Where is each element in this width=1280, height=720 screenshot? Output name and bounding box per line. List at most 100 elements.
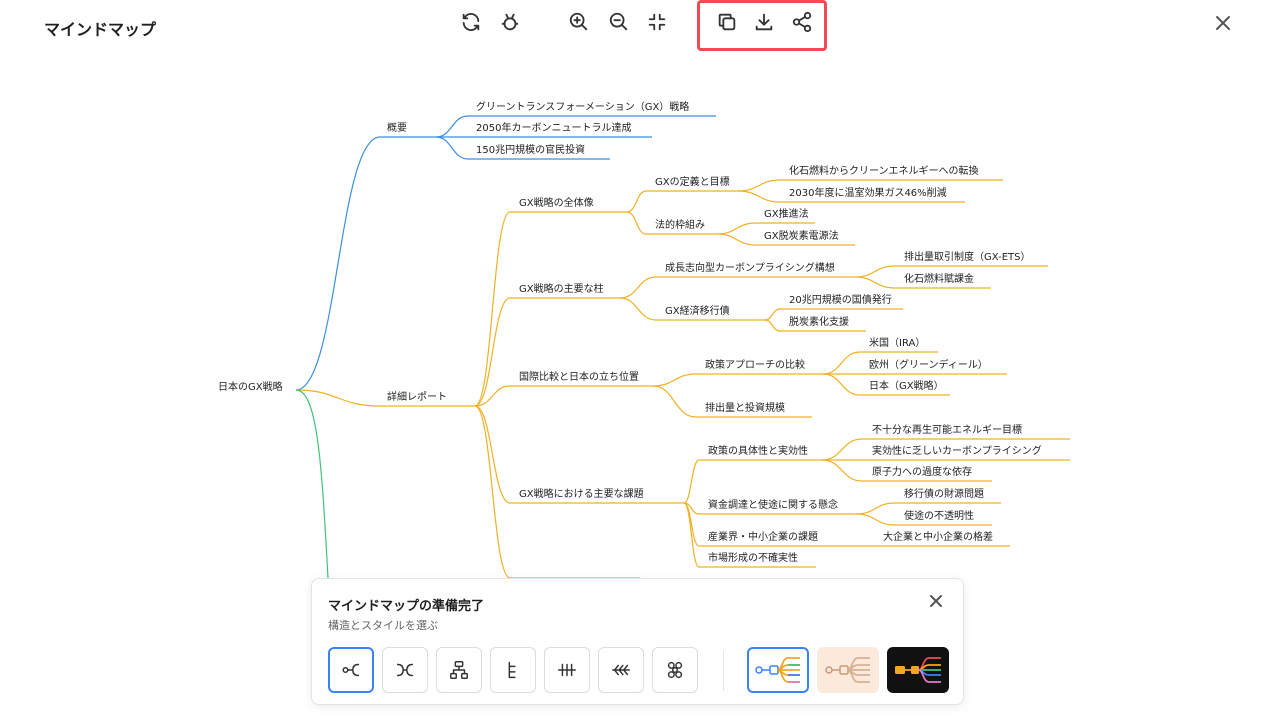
- mindmap-link: [474, 385, 653, 407]
- layout-radial-button[interactable]: [652, 647, 698, 693]
- mindmap-link: [855, 513, 992, 526]
- mindmap-link: [474, 297, 620, 407]
- fishbone-layout-icon: [558, 663, 576, 677]
- mindmap-link: [821, 459, 992, 482]
- refresh-button[interactable]: [457, 8, 485, 36]
- mindmap-node[interactable]: グリーントランスフォーメーション（GX）戦略: [476, 102, 690, 113]
- mindmap-link: [652, 385, 812, 418]
- bidirectional-layout-icon: [396, 663, 414, 677]
- mindmap-node[interactable]: GX脱炭素電源法: [764, 231, 839, 242]
- mindmap-link: [435, 136, 610, 160]
- mindmap-link: [652, 373, 823, 387]
- fit-screen-icon: [648, 13, 666, 31]
- mindmap-node[interactable]: 欧州（グリーンディール）: [869, 360, 988, 371]
- mindmap-node[interactable]: 産業界・中小企業の課題: [708, 532, 818, 543]
- mindmap-node[interactable]: 排出量と投資規模: [705, 403, 785, 414]
- fit-screen-button[interactable]: [643, 8, 671, 36]
- panel-title: マインドマップの準備完了: [328, 599, 485, 614]
- mindmap-node[interactable]: 原子力への過度な依存: [872, 467, 972, 478]
- mindmap-node[interactable]: GX推進法: [764, 209, 809, 220]
- mindmap-ready-panel: マインドマップの準備完了 構造とスタイルを選ぶ: [311, 578, 964, 705]
- mindmap-link: [716, 222, 815, 235]
- download-icon: [755, 13, 773, 31]
- mindmap-node[interactable]: GX戦略の主要な柱: [519, 284, 604, 295]
- mindmap-link: [474, 405, 684, 504]
- layout-fishbone-button[interactable]: [544, 647, 590, 693]
- layout-bidirectional-button[interactable]: [382, 647, 428, 693]
- timeline-layout-icon: [612, 664, 630, 676]
- layout-tree-button[interactable]: [490, 647, 536, 693]
- mindmap-link: [295, 389, 329, 579]
- refresh-icon: [462, 13, 480, 31]
- close-icon: [930, 595, 942, 607]
- mindmap-node[interactable]: 実効性に乏しいカーボンプライシング: [872, 446, 1042, 457]
- mindmap-link: [854, 265, 1048, 278]
- close-icon: [1216, 16, 1230, 30]
- mindmap-node[interactable]: 成長志向型カーボンプライシング構想: [665, 263, 835, 274]
- mindmap-node[interactable]: 政策の具体性と実効性: [708, 446, 808, 457]
- panel-close-button[interactable]: [929, 593, 947, 611]
- mindmap-node[interactable]: 150兆円規模の官民投資: [476, 145, 586, 156]
- mindmap-link: [626, 211, 717, 235]
- zoom-out-button[interactable]: [605, 8, 633, 36]
- org-chart-layout-icon: [450, 661, 468, 679]
- mindmap-node[interactable]: 大企業と中小企業の格差: [883, 532, 993, 543]
- zoom-out-icon: [609, 12, 628, 31]
- theme-dark-button[interactable]: [887, 647, 949, 693]
- bug-icon: [501, 13, 519, 31]
- share-button[interactable]: [788, 8, 816, 36]
- zoom-in-button[interactable]: [565, 8, 593, 36]
- mindmap-node[interactable]: 化石燃料からクリーンエネルギーへの転換: [789, 166, 979, 177]
- mindmap-node[interactable]: 移行債の財源問題: [904, 489, 984, 500]
- mindmap-node[interactable]: 市場形成の不確実性: [708, 553, 798, 564]
- mindmap-node[interactable]: GX戦略における主要な課題: [519, 489, 644, 500]
- mindmap-link: [683, 459, 822, 504]
- mindmap-node[interactable]: 法的枠組み: [655, 220, 705, 231]
- mindmap-node[interactable]: 2050年カーボンニュートラル達成: [476, 123, 632, 134]
- layout-timeline-button[interactable]: [598, 647, 644, 693]
- close-button[interactable]: [1214, 14, 1236, 36]
- mindmap-node[interactable]: 化石燃料賦課金: [904, 274, 974, 285]
- mindmap-link: [619, 297, 765, 321]
- mindmap-node[interactable]: 排出量取引制度（GX-ETS）: [904, 252, 1031, 263]
- mindmap-node[interactable]: 脱炭素化支援: [789, 317, 849, 328]
- mindmap-node[interactable]: 国際比較と日本の立ち位置: [519, 372, 639, 383]
- mindmap-node[interactable]: 米国（IRA）: [869, 338, 926, 349]
- theme-preview-icon: [755, 657, 800, 683]
- mindmap-node[interactable]: 資金調達と使途に関する懸念: [708, 500, 838, 511]
- mindmap-node[interactable]: 政策アプローチの比較: [705, 360, 805, 371]
- tree-layout-icon: [508, 661, 516, 679]
- mindmap-link: [737, 179, 1003, 192]
- mindmap-node[interactable]: GX戦略の全体像: [519, 198, 594, 209]
- download-button[interactable]: [750, 8, 778, 36]
- mindmap-node[interactable]: 概要: [387, 123, 407, 134]
- mindmap-link: [821, 438, 1070, 461]
- layout-org-chart-button[interactable]: [436, 647, 482, 693]
- mindmap-root[interactable]: 日本のGX戦略: [218, 382, 283, 393]
- mindmap-node[interactable]: 不十分な再生可能エネルギー目標: [872, 425, 1022, 436]
- theme-light-button[interactable]: [747, 647, 809, 693]
- mindmap-node[interactable]: 20兆円規模の国債発行: [789, 295, 892, 306]
- panel-divider: [723, 651, 724, 691]
- mindmap-link: [295, 389, 475, 407]
- mindmap-layout-icon: [342, 663, 360, 677]
- mindmap-link: [474, 405, 640, 579]
- theme-warm-button[interactable]: [817, 647, 879, 693]
- mindmap-node[interactable]: 使途の不透明性: [904, 511, 974, 522]
- mindmap-node[interactable]: GX経済移行債: [665, 306, 730, 317]
- mindmap-link: [855, 502, 1001, 515]
- share-icon: [792, 11, 812, 33]
- radial-layout-icon: [667, 661, 683, 679]
- layout-mindmap-button[interactable]: [328, 647, 374, 693]
- mindmap-link: [822, 351, 938, 375]
- mindmap-node[interactable]: 日本（GX戦略）: [869, 381, 944, 392]
- mindmap-link: [435, 115, 716, 138]
- style-button[interactable]: [496, 8, 524, 36]
- mindmap-link: [626, 190, 738, 213]
- mindmap-node[interactable]: 2030年度に温室効果ガス46%削減: [789, 188, 947, 199]
- copy-button[interactable]: [713, 8, 741, 36]
- mindmap-node[interactable]: 詳細レポート: [387, 392, 447, 403]
- mindmap-node[interactable]: GXの定義と目標: [655, 177, 730, 188]
